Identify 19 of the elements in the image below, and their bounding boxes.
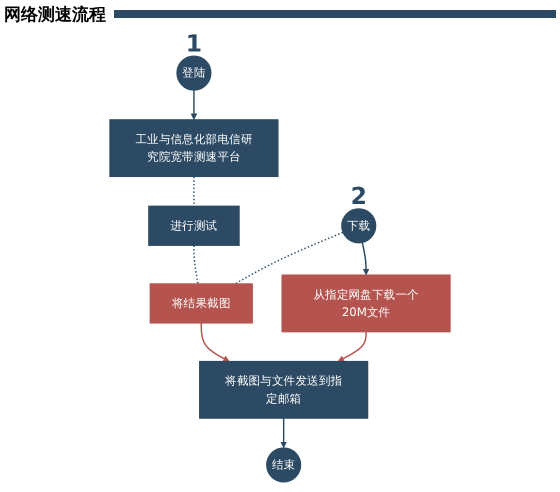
arrow xyxy=(190,90,198,120)
connector xyxy=(235,232,344,284)
arrow xyxy=(362,242,370,276)
node-circle: 下载 xyxy=(341,208,376,244)
node-box: 从指定网盘下载一个20M文件 xyxy=(281,274,451,332)
title: 网络测速流程 xyxy=(4,4,106,26)
step-number: 2 xyxy=(350,182,367,210)
node-circle: 结束 xyxy=(266,447,302,482)
step-number: 1 xyxy=(186,29,202,58)
arrow xyxy=(338,332,367,362)
node-box: 将截图与文件发送到指定邮箱 xyxy=(199,360,368,419)
node-box: 工业与信息化部电信研究院宽带测速平台 xyxy=(109,119,279,178)
arrow xyxy=(280,418,287,448)
connector xyxy=(193,246,199,284)
connector xyxy=(193,176,195,206)
node-circle: 登陆 xyxy=(176,55,212,91)
node-box: 进行测试 xyxy=(148,206,240,246)
node-box: 将结果截图 xyxy=(150,283,253,324)
arrow xyxy=(200,323,230,362)
